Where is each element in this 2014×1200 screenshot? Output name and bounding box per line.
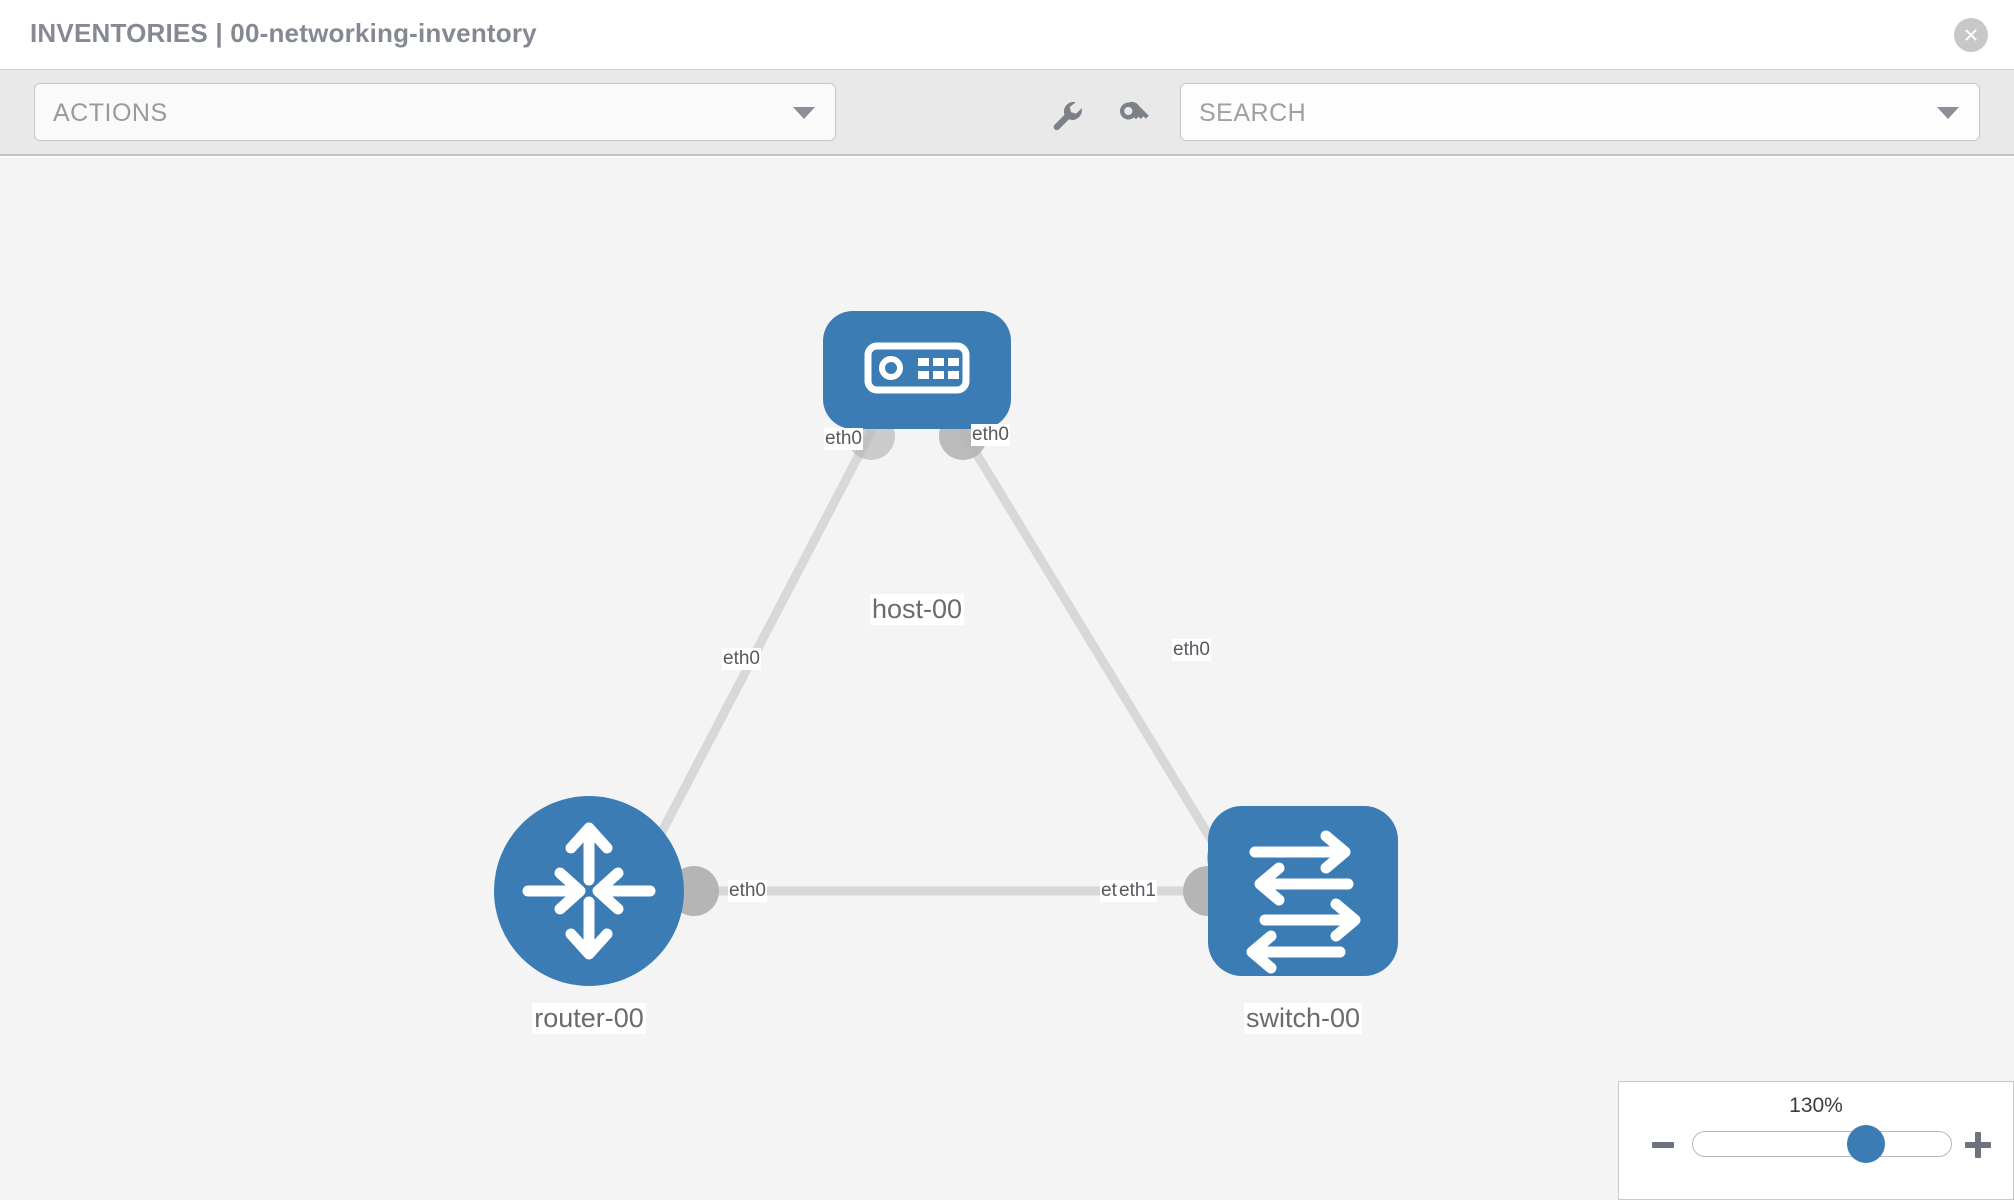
node-label-router: router-00 xyxy=(532,1003,646,1034)
port-label: eth0 xyxy=(824,428,863,450)
zoom-slider-thumb[interactable] xyxy=(1846,1125,1885,1163)
page-header: INVENTORIES | 00-networking-inventory xyxy=(0,0,2014,70)
zoom-control-panel: 130% xyxy=(1618,1081,2014,1200)
server-icon xyxy=(864,342,970,394)
node-label-host: host-00 xyxy=(869,594,965,625)
link-host-switch xyxy=(958,427,1230,867)
switch-arrows-icon xyxy=(1246,830,1361,974)
page-title: INVENTORIES | 00-networking-inventory xyxy=(30,18,537,48)
node-router-00 xyxy=(494,796,684,986)
node-host-00 xyxy=(823,311,1011,429)
actions-dropdown-label: ACTIONS xyxy=(53,99,168,127)
actions-dropdown[interactable]: ACTIONS xyxy=(34,83,836,141)
link-host-router xyxy=(641,427,876,867)
chevron-down-icon xyxy=(1937,107,1959,119)
chevron-down-icon xyxy=(793,107,815,119)
node-label-switch: switch-00 xyxy=(1243,1003,1363,1034)
port-label: eth0 xyxy=(722,648,761,670)
key-icon[interactable] xyxy=(1112,95,1154,135)
port-label: eth0 xyxy=(728,880,767,902)
topology-graph xyxy=(494,311,1398,986)
zoom-level-value: 130% xyxy=(1789,1094,1843,1117)
search-input-placeholder: SEARCH xyxy=(1199,99,1307,127)
search-input[interactable]: SEARCH xyxy=(1180,83,1980,141)
zoom-slider[interactable] xyxy=(1692,1125,1952,1163)
zoom-in-button[interactable] xyxy=(1961,1128,1995,1162)
port-label: eth0 xyxy=(1172,639,1211,661)
topology-canvas[interactable]: eth0 eth0 eth0 eth0 eth0 eth0 eth1 host-… xyxy=(0,158,2014,1200)
router-arrows-icon xyxy=(522,822,656,960)
close-icon[interactable] xyxy=(1954,18,1988,52)
plus-icon-vertical xyxy=(1975,1132,1981,1158)
wrench-icon[interactable] xyxy=(1045,95,1087,135)
minus-icon xyxy=(1652,1142,1674,1148)
zoom-out-button[interactable] xyxy=(1646,1128,1680,1162)
port-label: eth1 xyxy=(1118,880,1157,902)
port-label: eth0 xyxy=(971,424,1010,446)
node-switch-00 xyxy=(1208,806,1398,976)
